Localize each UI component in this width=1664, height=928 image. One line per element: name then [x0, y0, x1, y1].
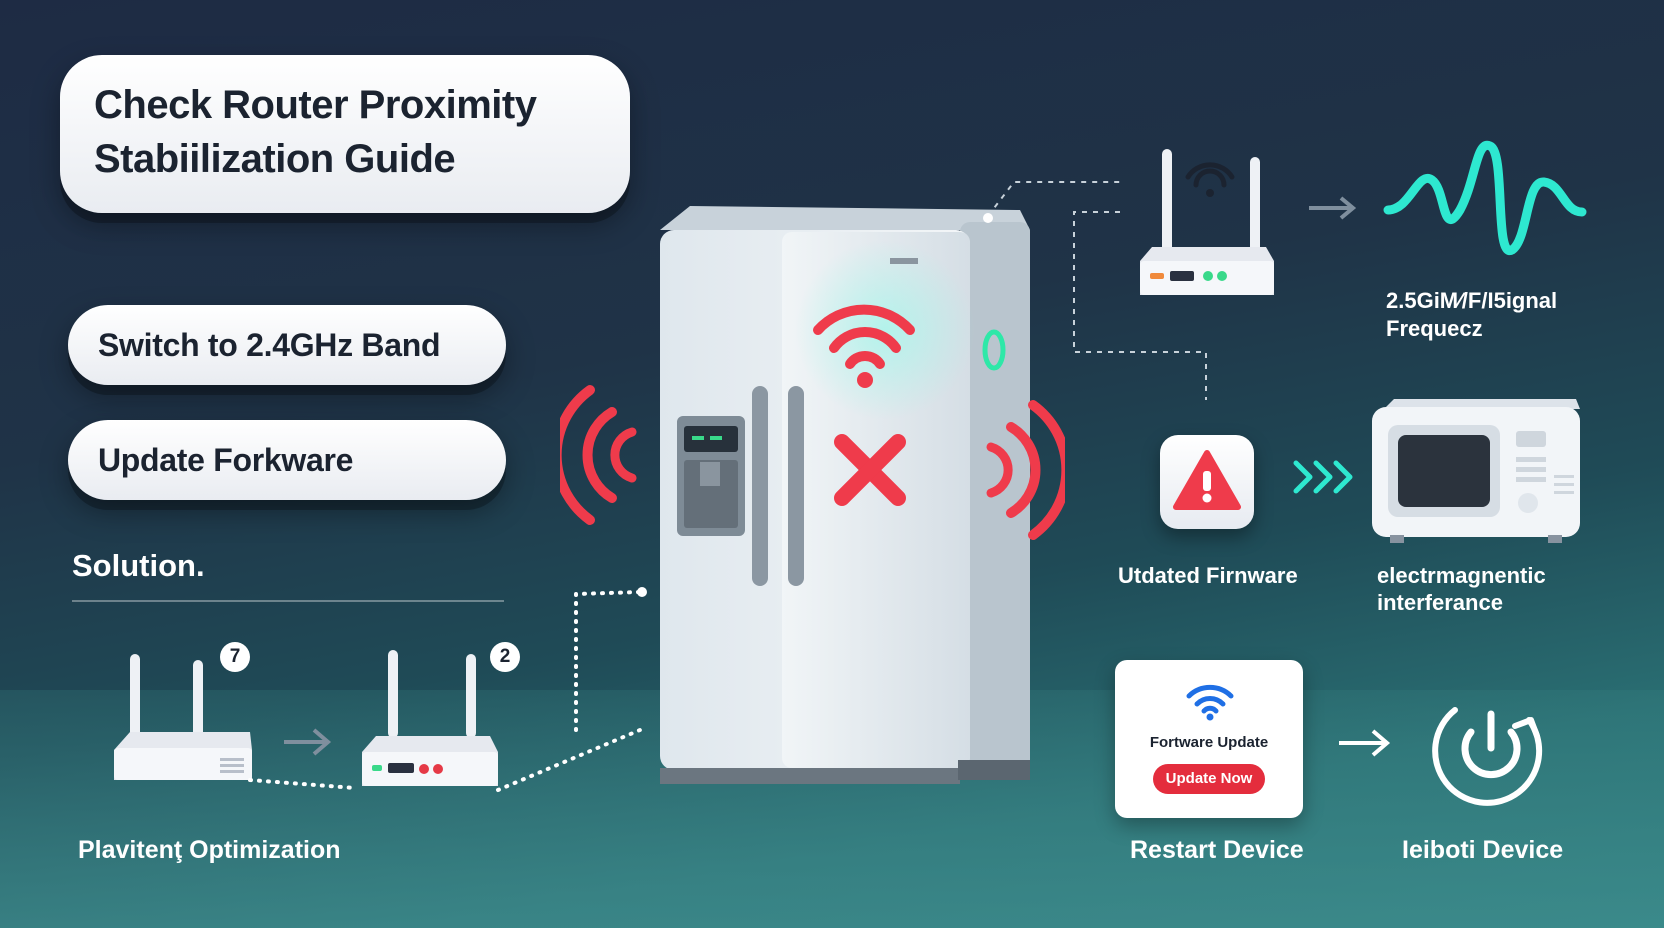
warning-tile	[1160, 435, 1254, 529]
update-now-button[interactable]: Update Now	[1153, 764, 1265, 794]
arrow-right-icon	[284, 728, 332, 756]
update-card-text: Fortware Update	[1149, 734, 1269, 751]
signal-right-icon	[986, 400, 1065, 540]
divider	[72, 600, 504, 602]
reboot-label: Ieiboti Device	[1402, 836, 1564, 864]
step-badge-1: 7	[220, 642, 250, 672]
wifi-icon	[1186, 684, 1234, 721]
title-line-1: Check Router Proximity	[94, 83, 537, 127]
arrow-right-icon	[1339, 729, 1391, 757]
switch-band-label: Switch to 2.4GHz Band	[98, 327, 441, 363]
title-card: Check Router Proximity Stabiilization Gu…	[60, 55, 630, 213]
router-left-icon	[114, 654, 252, 780]
switch-band-button[interactable]: Switch to 2.4GHz Band	[68, 305, 506, 385]
dashed-connectors	[983, 181, 1207, 400]
warning-icon	[1173, 450, 1241, 510]
interference-line2: interferance	[1377, 590, 1503, 615]
router-top-icon	[1140, 149, 1274, 295]
wifi-icon	[813, 304, 915, 388]
title-line-2: Stabiilization Guide	[94, 137, 456, 181]
dotted-connector	[574, 587, 647, 732]
x-mark-icon	[834, 434, 906, 506]
placement-label: Plavitenţ Optimization	[78, 836, 341, 864]
chevron-right-icon	[1293, 460, 1353, 494]
firmware-update-card: Fortware Update Update Now	[1115, 660, 1303, 818]
signal-left-icon	[560, 385, 637, 525]
signal-label-line1: 2.5GiM⁄/F/I5ignal	[1386, 288, 1558, 313]
arrow-right-icon	[1309, 196, 1357, 220]
step-badge-2: 2	[490, 642, 520, 672]
fridge-illustration	[660, 206, 1030, 784]
placement-diagram	[114, 650, 642, 792]
update-firmware-label: Update Forkware	[98, 442, 354, 478]
update-firmware-button[interactable]: Update Forkware	[68, 420, 506, 500]
signal-label-line2: Frequecz	[1386, 316, 1483, 341]
firmware-label: Utdated Firnware	[1118, 563, 1298, 588]
microwave-icon	[1372, 399, 1580, 543]
power-cycle-icon	[1432, 707, 1543, 806]
restart-label: Restart Device	[1130, 836, 1304, 864]
solution-heading: Solution.	[72, 548, 205, 583]
router-right-icon	[362, 650, 498, 786]
interference-line1: electrmagnentic	[1377, 563, 1546, 588]
waveform-icon	[1383, 141, 1587, 255]
